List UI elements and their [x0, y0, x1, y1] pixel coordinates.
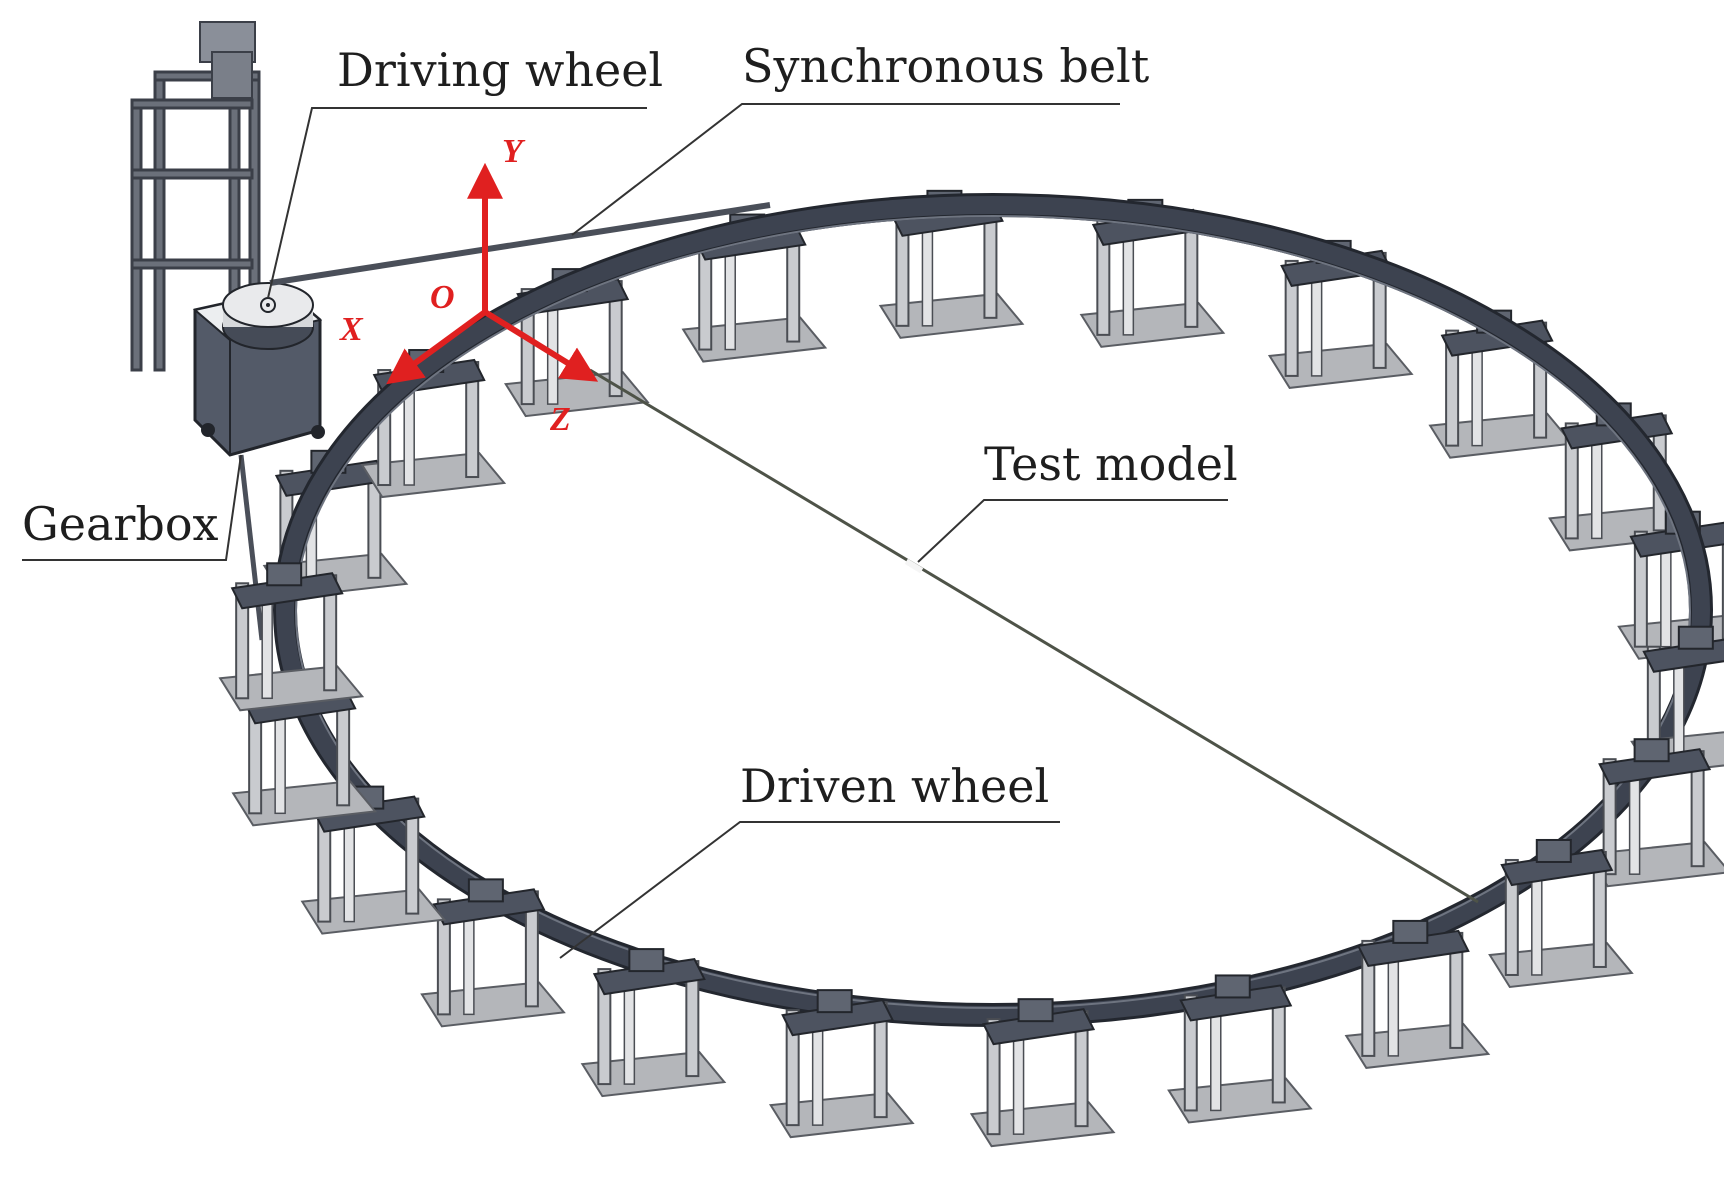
test-model-label: Test model	[984, 437, 1238, 491]
y-axis-label: Y	[502, 133, 526, 170]
gearbox-leader	[22, 454, 242, 561]
synchronous-belt-lower	[238, 454, 265, 641]
driving-wheel-label: Driving wheel	[337, 43, 663, 97]
callout-driven-wheel: Driven wheel	[559, 759, 1060, 959]
ring-track	[273, 193, 1713, 1027]
origin-label: O	[430, 279, 455, 316]
z-axis-label: Z	[549, 401, 571, 438]
x-axis-arrow	[386, 309, 487, 385]
support-stand	[768, 989, 915, 1139]
x-axis-label: X	[339, 311, 364, 348]
support-stand	[218, 562, 365, 712]
synchronous-belt-label: Synchronous belt	[742, 39, 1150, 93]
support-stand	[1488, 838, 1634, 989]
support-stands-front	[218, 562, 1724, 1148]
synchronous-belt-upper	[269, 202, 771, 286]
motor-frame-tower	[130, 70, 261, 372]
coordinate-axes: Y X Z O	[339, 133, 599, 438]
support-stand	[1585, 738, 1724, 888]
driven-wheel-leader	[559, 821, 1060, 959]
support-stand	[300, 785, 447, 935]
support-stand	[420, 878, 566, 1028]
test-model-leader	[917, 499, 1228, 563]
callout-synchronous-belt: Synchronous belt	[571, 39, 1150, 236]
test-model-marker	[904, 558, 924, 574]
driving-wheel-leader	[267, 107, 647, 299]
motor	[199, 21, 256, 99]
driving-wheel	[222, 282, 314, 350]
driven-wheel-label: Driven wheel	[740, 759, 1049, 813]
callout-driving-wheel: Driving wheel	[267, 43, 663, 299]
test-model-line	[589, 368, 1479, 904]
support-stand	[580, 948, 727, 1098]
synchronous-belt-leader	[571, 103, 1120, 236]
support-stand	[1344, 919, 1491, 1069]
callout-gearbox: Gearbox	[22, 454, 242, 561]
support-stand	[1167, 974, 1313, 1124]
z-axis-arrow	[483, 309, 599, 382]
support-stand	[969, 998, 1116, 1148]
gearbox-label: Gearbox	[22, 497, 219, 551]
callout-test-model: Test model	[917, 437, 1238, 563]
